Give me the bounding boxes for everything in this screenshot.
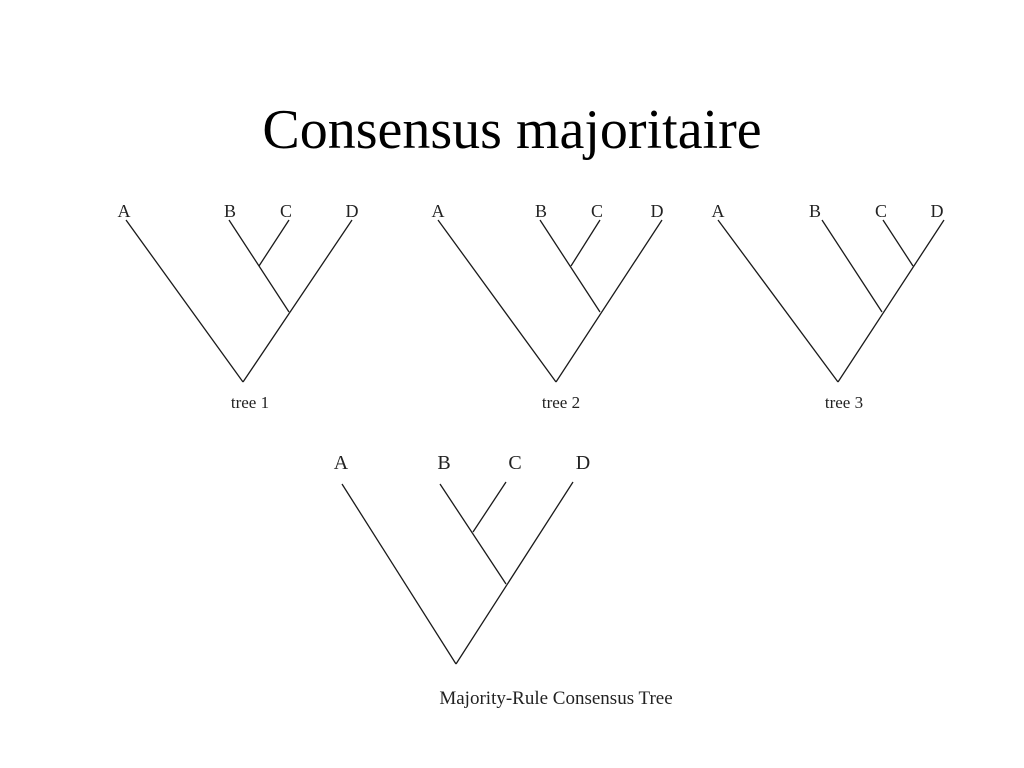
consensus-leaf-c: C bbox=[508, 452, 521, 474]
tree-1-leaf-a: A bbox=[118, 201, 131, 221]
tree-1-leaf-c: C bbox=[280, 201, 292, 221]
tree-2-leaf-c: C bbox=[591, 201, 603, 221]
tree-3-edge-b bbox=[821, 219, 883, 313]
consensus-leaf-b: B bbox=[437, 452, 450, 474]
consensus-edge-c bbox=[472, 481, 507, 533]
slide-title: Consensus majoritaire bbox=[262, 99, 762, 161]
tree-1-edge-d bbox=[242, 219, 353, 383]
tree-1-edge-a bbox=[125, 219, 244, 383]
tree-1-leaf-b: B bbox=[224, 201, 236, 221]
consensus-edge-a bbox=[341, 483, 457, 665]
tree-3-caption: tree 3 bbox=[825, 393, 863, 412]
consensus-edge-d bbox=[455, 481, 574, 665]
consensus-tree: A B C D Majority-Rule Consensus Tree bbox=[334, 452, 673, 709]
tree-2: A B C D tree 2 bbox=[432, 201, 664, 412]
tree-3-leaf-c: C bbox=[875, 201, 887, 221]
tree-2-leaf-a: A bbox=[432, 201, 445, 221]
tree-2-edge-a bbox=[437, 219, 557, 383]
tree-3-edge-c bbox=[882, 219, 914, 267]
tree-3-leaf-b: B bbox=[809, 201, 821, 221]
tree-3-edge-d bbox=[837, 219, 945, 383]
tree-1-caption: tree 1 bbox=[231, 393, 269, 412]
tree-2-leaf-d: D bbox=[651, 201, 664, 221]
tree-1-edge-c bbox=[258, 219, 290, 267]
tree-1-leaf-d: D bbox=[346, 201, 359, 221]
tree-1: A B C D tree 1 bbox=[118, 201, 359, 412]
tree-2-edge-b bbox=[539, 219, 601, 313]
tree-2-leaf-b: B bbox=[535, 201, 547, 221]
tree-3-leaf-d: D bbox=[931, 201, 944, 221]
consensus-edge-b bbox=[439, 483, 507, 585]
tree-2-edge-c bbox=[570, 219, 601, 267]
consensus-caption: Majority-Rule Consensus Tree bbox=[439, 688, 672, 709]
tree-3: A B C D tree 3 bbox=[712, 201, 945, 412]
consensus-leaf-d: D bbox=[576, 452, 590, 474]
tree-3-edge-a bbox=[717, 219, 839, 383]
consensus-leaf-a: A bbox=[334, 452, 349, 474]
tree-2-caption: tree 2 bbox=[542, 393, 580, 412]
tree-3-leaf-a: A bbox=[712, 201, 725, 221]
tree-2-edge-d bbox=[555, 219, 663, 383]
